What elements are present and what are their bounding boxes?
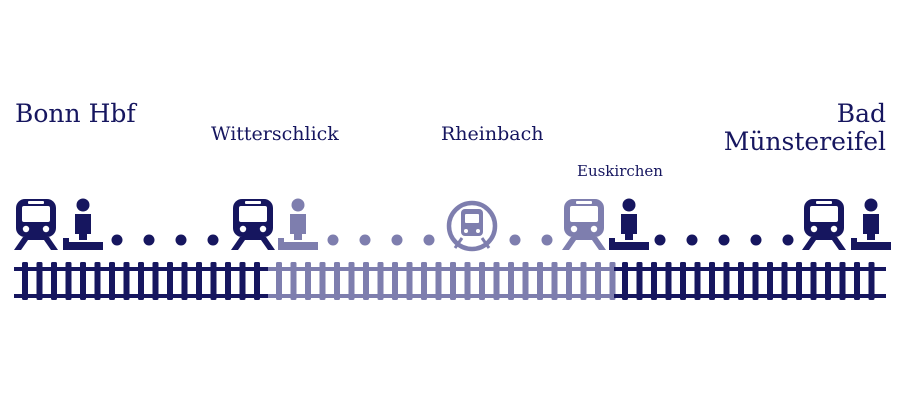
track-segment-1 — [14, 262, 268, 300]
station-label-euskirchen: Euskirchen — [577, 162, 663, 180]
connection-dot — [782, 234, 794, 246]
train-icon — [802, 199, 846, 250]
person-icon — [609, 198, 649, 250]
connection-dot — [391, 234, 403, 246]
station-label-bonn-hbf: Bonn Hbf — [15, 99, 136, 128]
railway-track — [14, 262, 886, 300]
connection-dot — [718, 234, 730, 246]
train-icon — [231, 199, 275, 250]
station-label-rheinbach: Rheinbach — [441, 123, 544, 145]
connection-dots — [111, 234, 794, 246]
connection-dot — [541, 234, 553, 246]
connection-dot — [423, 234, 435, 246]
connection-dot — [359, 234, 371, 246]
person-icon — [851, 198, 891, 250]
connection-dot — [111, 234, 123, 246]
connection-dot — [143, 234, 155, 246]
train-icon — [14, 199, 58, 250]
metro-icon — [449, 203, 495, 249]
connection-dot — [327, 234, 339, 246]
connection-dot — [207, 234, 219, 246]
connection-dot — [509, 234, 521, 246]
connection-dot — [750, 234, 762, 246]
station-label-bad-muenstereifel: Bad Münstereifel — [724, 100, 886, 155]
connection-dot — [654, 234, 666, 246]
person-icon — [63, 198, 103, 250]
person-icon — [278, 198, 318, 250]
connection-dot — [686, 234, 698, 246]
track-segment-3 — [614, 262, 886, 300]
station-label-line2: Münstereifel — [723, 126, 886, 156]
train-icon — [562, 199, 606, 250]
station-label-line1: Bad — [836, 99, 886, 128]
connection-dot — [175, 234, 187, 246]
track-segment-2 — [268, 262, 616, 300]
station-label-witterschlick: Witterschlick — [211, 123, 339, 145]
